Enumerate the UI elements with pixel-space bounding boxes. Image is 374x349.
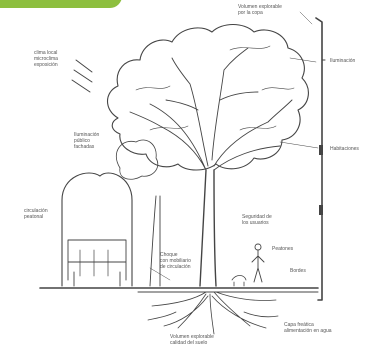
label-soil-volume: Volumen explorable calidad del suelo [170, 334, 214, 346]
building-window [319, 205, 323, 215]
building-window [319, 145, 323, 155]
label-building-light: Iluminación [330, 58, 355, 64]
label-water-table: Capa freática alimentación en agua [284, 322, 332, 334]
building-facade [316, 18, 322, 300]
tree-branches [130, 48, 292, 170]
label-pedestrians: Peatones [272, 246, 293, 252]
tree-canopy [108, 25, 309, 171]
tree-trunk [200, 170, 216, 286]
bus-shelter [62, 173, 132, 286]
tree-roots [148, 292, 278, 334]
label-collision: Choque con mobiliario de circulación [160, 252, 191, 270]
label-rooms: Habitaciones [330, 146, 359, 152]
label-pedestrian-circulation: circulación peatonal [24, 208, 48, 220]
label-top-volume: Volumen explorable por la copa [238, 4, 282, 16]
young-tree [150, 196, 160, 286]
label-user-safety: Seguridad de los usuarios [242, 214, 272, 226]
climate-arrows [72, 60, 92, 92]
label-climate: clima local microclima exposición [34, 50, 58, 68]
pedestrian-figure [252, 244, 264, 282]
label-borders: Bordes [290, 268, 306, 274]
label-mid-left: Iluminación público fachadas [74, 132, 99, 150]
